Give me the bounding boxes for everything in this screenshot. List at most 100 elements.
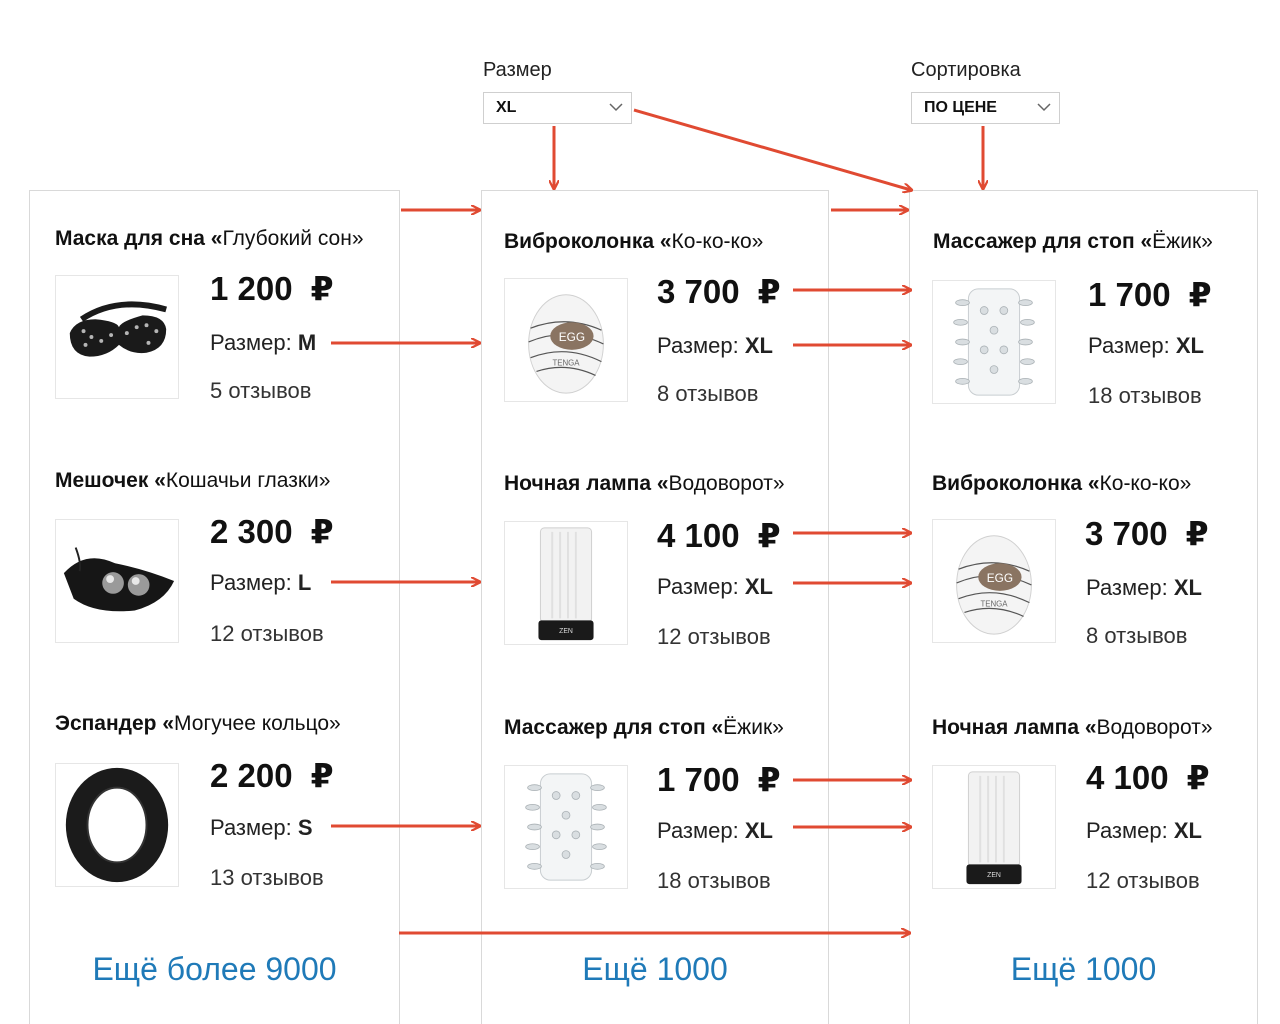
show-more-link[interactable]: Ещё 1000 — [1010, 951, 1157, 987]
product-category: Эспандер « — [55, 712, 175, 735]
product-title[interactable]: Виброколонка «Ко-ко-ко» — [932, 472, 1191, 496]
currency-sign: ₽ — [310, 270, 334, 307]
product-title[interactable]: Ночная лампа «Водоворот» — [932, 716, 1213, 740]
price-value: 3 700 — [1085, 515, 1168, 552]
egg-logo-text: EGG — [559, 330, 585, 344]
size-select-value: XL — [496, 99, 517, 116]
show-more-link[interactable]: Ещё 1000 — [582, 951, 728, 987]
product-column-2: Виброколонка «Ко-ко-ко» EGG TENGA 3 700 ₽… — [481, 190, 829, 1024]
egg-image: EGG TENGA — [956, 535, 1032, 635]
size-prefix: Размер: — [657, 333, 739, 358]
product-image-sleep-mask[interactable] — [55, 275, 179, 399]
size-value: XL — [744, 333, 773, 358]
product-reviews[interactable]: 8 отзывов — [657, 381, 759, 406]
product-reviews[interactable]: 12 отзывов — [657, 624, 771, 649]
product-name: Кошачьи глазки» — [165, 469, 331, 492]
product-reviews[interactable]: 12 отзывов — [1086, 868, 1200, 893]
chevron-down-icon — [609, 103, 623, 112]
product-image-spiky-sleeve[interactable] — [932, 280, 1056, 404]
egg-brand-text: TENGA — [552, 359, 580, 368]
price-value: 1 700 — [657, 761, 740, 798]
currency-sign: ₽ — [310, 513, 334, 550]
product-image-egg[interactable]: EGG TENGA — [932, 519, 1056, 643]
product-price: 4 100₽ — [657, 516, 781, 555]
price-value: 2 300 — [210, 513, 293, 550]
product-reviews[interactable]: 18 отзывов — [1088, 383, 1202, 408]
product-name: Могучее кольцо» — [174, 712, 341, 735]
product-image-pouch-balls[interactable] — [55, 519, 179, 643]
product-reviews[interactable]: 13 отзывов — [210, 865, 324, 890]
product-image-egg[interactable]: EGG TENGA — [504, 278, 628, 402]
currency-sign: ₽ — [1188, 276, 1212, 313]
sort-filter-label: Сортировка — [911, 59, 1021, 81]
egg-brand-text: TENGA — [980, 600, 1008, 609]
product-image-black-ring[interactable] — [55, 763, 179, 887]
product-column-3: Массажер для стоп «Ёжик» 1 700 ₽ Размер: … — [909, 190, 1258, 1024]
egg-logo-text: EGG — [987, 571, 1013, 585]
product-size: Размер: XL — [657, 333, 773, 359]
product-title[interactable]: Массажер для стоп «Ёжик» — [504, 716, 784, 740]
price-value: 2 200 — [210, 757, 293, 794]
size-prefix: Размер: — [657, 574, 739, 599]
product-name: Ко-ко-ко» — [1099, 472, 1192, 495]
product-size: Размер: XL — [1086, 575, 1202, 601]
product-price: 3 700 ₽ — [1085, 514, 1209, 553]
currency-sign: ₽ — [757, 761, 781, 798]
currency-sign: ₽ — [757, 273, 781, 310]
size-prefix: Размер: — [1086, 575, 1168, 600]
black-ring-image — [65, 767, 169, 883]
product-name: Глубокий сон» — [222, 227, 364, 250]
product-name: Ко-ко-ко» — [671, 230, 764, 253]
spiky-sleeve-image — [525, 773, 607, 881]
size-value: L — [297, 570, 312, 595]
product-reviews[interactable]: 8 отзывов — [1086, 623, 1188, 648]
product-reviews[interactable]: 5 отзывов — [210, 378, 312, 403]
product-reviews[interactable]: 12 отзывов — [210, 621, 324, 646]
product-title[interactable]: Массажер для стоп «Ёжик» — [933, 230, 1213, 254]
size-value: S — [297, 815, 313, 840]
product-image-zen-lamp[interactable]: ZEN — [932, 765, 1056, 889]
product-title[interactable]: Мешочек «Кошачьи глазки» — [55, 469, 330, 493]
product-column-1: Маска для сна «Глубокий сон» 1 200₽ Разм… — [29, 190, 400, 1024]
show-more-link[interactable]: Ещё более 9000 — [92, 951, 337, 987]
size-prefix: Размер: — [210, 815, 292, 840]
product-price: 1 700 ₽ — [657, 760, 781, 799]
currency-sign: ₽ — [1185, 515, 1209, 552]
product-title[interactable]: Ночная лампа «Водоворот» — [504, 472, 785, 496]
product-name: Водоворот» — [668, 472, 785, 495]
product-size: Размер: XL — [1086, 818, 1202, 844]
product-category: Мешочек « — [55, 469, 166, 492]
product-size: Размер: XL — [657, 574, 773, 600]
price-value: 3 700 — [657, 273, 740, 310]
size-prefix: Размер: — [1088, 333, 1170, 358]
product-category: Массажер для стоп « — [504, 716, 724, 739]
product-category: Виброколонка « — [504, 230, 672, 253]
product-title[interactable]: Виброколонка «Ко-ко-ко» — [504, 230, 763, 254]
sort-select-value: ПО ЦЕНЕ — [924, 99, 997, 116]
price-value: 1 700 — [1088, 276, 1171, 313]
size-select[interactable]: XL — [483, 92, 632, 124]
product-reviews[interactable]: 18 отзывов — [657, 868, 771, 893]
product-image-zen-lamp[interactable]: ZEN — [504, 521, 628, 645]
product-title[interactable]: Маска для сна «Глубокий сон» — [55, 227, 364, 251]
product-size: Размер: XL — [657, 818, 773, 844]
size-prefix: Размер: — [657, 818, 739, 843]
size-filter-label: Размер — [483, 59, 552, 81]
product-size: Размер: S — [210, 815, 313, 841]
product-image-spiky-sleeve[interactable] — [504, 765, 628, 889]
product-category: Ночная лампа « — [932, 716, 1097, 739]
currency-sign: ₽ — [757, 517, 781, 554]
product-size: Размер: XL — [1088, 333, 1204, 359]
size-prefix: Размер: — [210, 330, 292, 355]
product-name: Ёжик» — [723, 716, 784, 739]
product-price: 2 200 ₽ — [210, 756, 334, 795]
product-price: 1 200₽ — [210, 269, 334, 308]
size-value: XL — [1175, 333, 1204, 358]
product-price: 2 300 ₽ — [210, 512, 334, 551]
size-prefix: Размер: — [210, 570, 292, 595]
sort-select[interactable]: ПО ЦЕНЕ — [911, 92, 1060, 124]
product-title[interactable]: Эспандер «Могучее кольцо» — [55, 712, 341, 736]
size-value: XL — [1173, 818, 1202, 843]
currency-sign: ₽ — [310, 757, 334, 794]
egg-image: EGG TENGA — [528, 294, 604, 394]
